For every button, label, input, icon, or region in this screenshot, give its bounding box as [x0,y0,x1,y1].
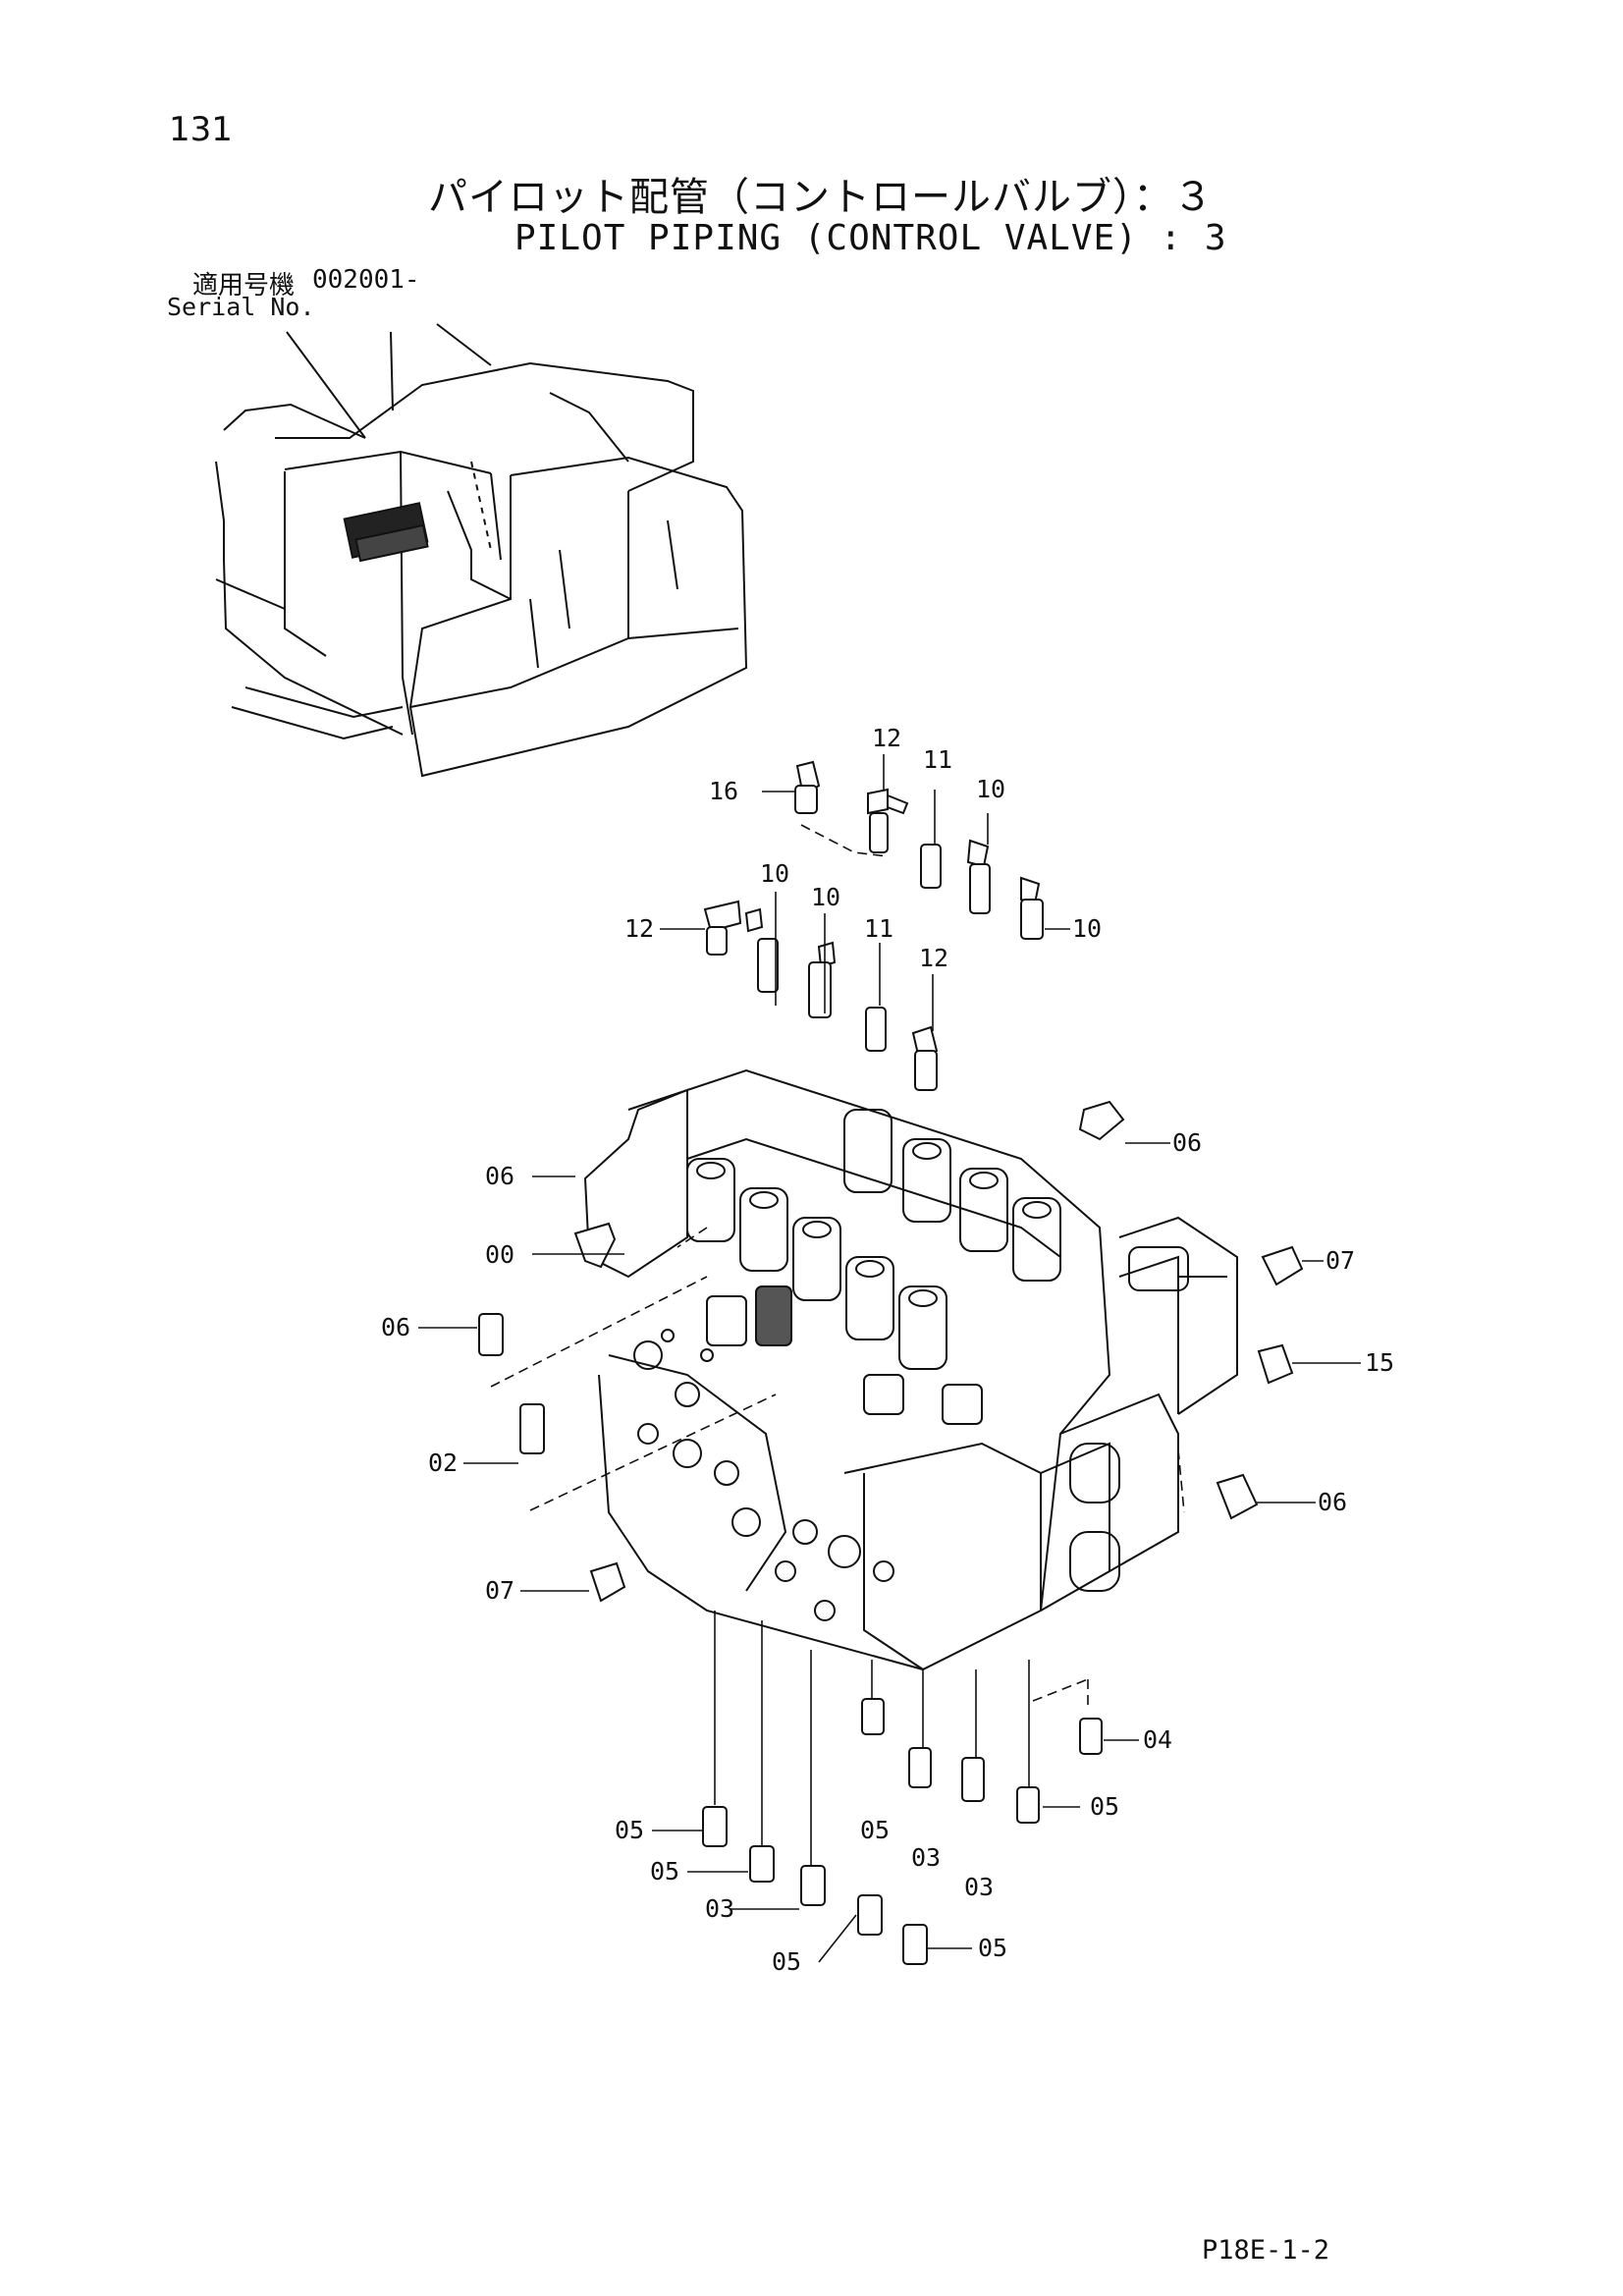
callout-label: 16 [709,777,738,805]
page-title-english: PILOT PIPING (CONTROL VALVE) : 3 [514,218,1227,258]
leader-lines [418,754,1361,1963]
callout-label: 12 [919,944,948,972]
callout-label: 10 [976,775,1005,803]
callout-label: 03 [964,1873,994,1901]
callout-label: 05 [1090,1792,1119,1821]
callout-label: 06 [1318,1488,1347,1516]
callout-label: 00 [485,1240,514,1269]
callout-label: 05 [860,1816,890,1844]
callout-label: 11 [864,914,893,943]
callout-label: 04 [1143,1725,1172,1754]
serial-label-japanese: 適用号機 [192,271,296,301]
callout-label: 05 [978,1934,1007,1962]
callout-label: 05 [615,1816,644,1844]
callout-label: 05 [650,1857,679,1886]
part-callouts: 12 11 10 16 10 10 12 11 12 10 06 06 00 0… [381,724,1394,1976]
callout-label: 05 [772,1947,801,1976]
machine-overview-illustration [215,323,748,778]
callout-label: 03 [911,1843,941,1872]
callout-label: 10 [811,883,840,911]
callout-label: 02 [428,1449,458,1477]
spool-caps [686,1109,1061,1370]
callout-label: 12 [872,724,901,752]
callout-label: 15 [1365,1348,1394,1377]
callout-label: 06 [1172,1128,1202,1157]
callout-label: 06 [485,1162,514,1190]
callout-label: 10 [1072,914,1102,943]
control-valve-assembly [583,1068,1238,1671]
callout-label: 11 [923,745,952,774]
valve-ports [633,1246,1189,1621]
callout-label: 10 [760,859,789,888]
serial-label-english: Serial No. [167,293,315,321]
serial-number-value: 002001- [312,265,420,295]
page-reference: P18E-1-2 [1202,2235,1330,2266]
callout-label: 12 [624,914,654,943]
callout-label: 03 [705,1894,734,1923]
page-number: 131 [169,110,233,149]
callout-label: 06 [381,1313,410,1341]
page-title-japanese: パイロット配管（コントロールバルブ）：３ [428,175,1214,220]
callout-label: 07 [485,1576,514,1605]
callout-label: 07 [1325,1246,1355,1275]
